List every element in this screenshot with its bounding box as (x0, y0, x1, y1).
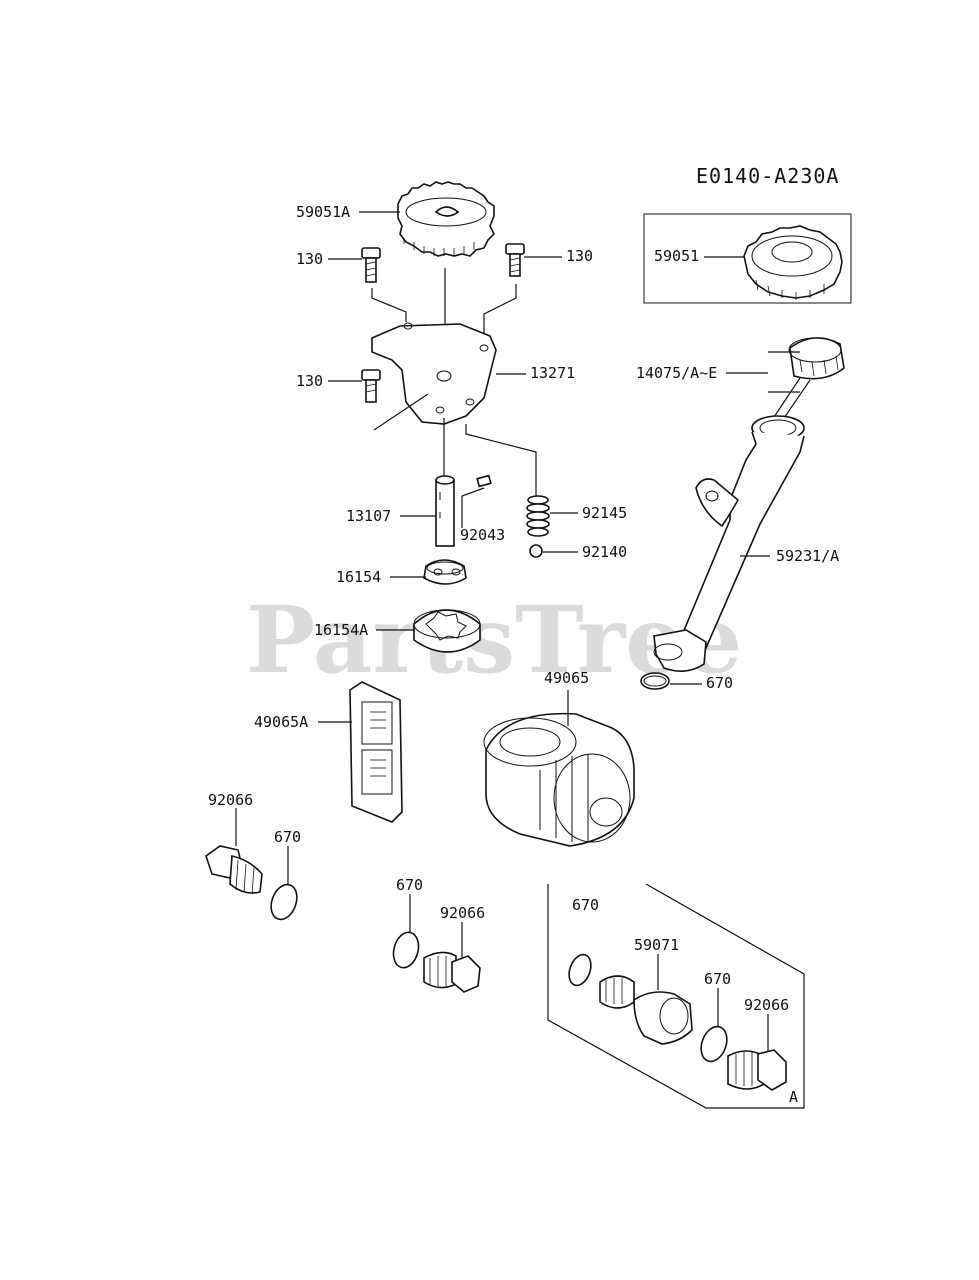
gear-59051[interactable] (743, 225, 843, 300)
label-49065[interactable]: 49065 (544, 669, 589, 687)
o-ring-670-box[interactable] (565, 952, 595, 989)
label-130-top-left[interactable]: 130 (296, 250, 323, 268)
drain-plug-92066-left[interactable] (205, 845, 263, 895)
spring-92145[interactable] (526, 495, 550, 537)
group-a-marker: A (789, 1088, 798, 1106)
label-92066-box[interactable]: 92066 (744, 996, 789, 1014)
label-670-mid[interactable]: 670 (396, 876, 423, 894)
label-16154A[interactable]: 16154A (314, 621, 368, 639)
group-a-outline (547, 883, 805, 1109)
callout-box-59051 (643, 213, 852, 304)
label-92043[interactable]: 92043 (460, 526, 505, 544)
label-13107[interactable]: 13107 (346, 507, 391, 525)
ball-92140[interactable] (529, 544, 543, 558)
shaft-13107[interactable] (435, 475, 455, 547)
key-92043[interactable] (476, 474, 492, 488)
label-92066-left[interactable]: 92066 (208, 791, 253, 809)
label-670-dipstick[interactable]: 670 (706, 674, 733, 692)
o-ring-670-box2[interactable] (697, 1023, 732, 1065)
o-ring-670-left[interactable] (267, 881, 302, 923)
label-59071[interactable]: 59071 (634, 936, 679, 954)
label-130-mid-left[interactable]: 130 (296, 372, 323, 390)
label-670-box[interactable]: 670 (572, 896, 599, 914)
dipstick-cap-14075[interactable] (771, 337, 845, 425)
label-59051A[interactable]: 59051A (296, 203, 350, 221)
label-670-left[interactable]: 670 (274, 828, 301, 846)
label-59231[interactable]: 59231/A (776, 547, 839, 565)
o-ring-670-mid[interactable] (390, 930, 422, 971)
fitting-59071[interactable] (599, 975, 693, 1045)
gear-59051A[interactable] (397, 181, 495, 257)
drain-plug-92066-mid[interactable] (423, 951, 481, 993)
label-130-right[interactable]: 130 (566, 247, 593, 265)
inner-rotor-16154[interactable] (423, 559, 467, 585)
label-92140[interactable]: 92140 (582, 543, 627, 561)
label-16154[interactable]: 16154 (336, 568, 381, 586)
bolt-130-mid-left[interactable] (361, 369, 381, 403)
label-14075[interactable]: 14075/A~E (636, 364, 717, 382)
cover-plate-13271[interactable] (371, 322, 497, 425)
diagram-code: E0140-A230A (696, 164, 839, 188)
label-92145[interactable]: 92145 (582, 504, 627, 522)
bolt-130-right[interactable] (505, 243, 525, 277)
label-59051[interactable]: 59051 (654, 247, 699, 265)
o-ring-670-dipstick[interactable] (640, 672, 670, 690)
label-92066-mid[interactable]: 92066 (440, 904, 485, 922)
label-13271[interactable]: 13271 (530, 364, 575, 382)
oil-filter-49065[interactable] (483, 712, 635, 847)
outer-rotor-16154A[interactable] (413, 609, 481, 653)
dipstick-tube-59231[interactable] (653, 415, 805, 672)
label-670-box2[interactable]: 670 (704, 970, 731, 988)
label-49065A[interactable]: 49065A (254, 713, 308, 731)
drain-plug-92066-box[interactable] (727, 1049, 787, 1091)
bolt-130-top-left[interactable] (361, 247, 381, 283)
oil-strainer-49065A[interactable] (349, 681, 403, 823)
